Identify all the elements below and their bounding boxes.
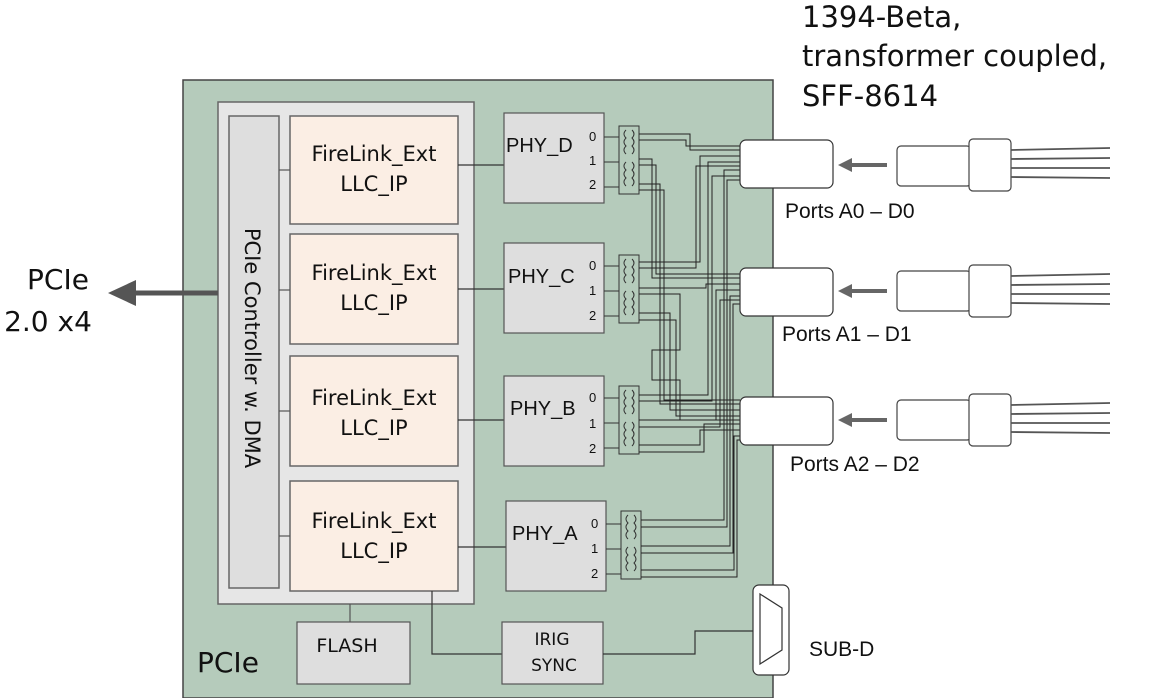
llc-label-line2: LLC_IP — [340, 416, 407, 441]
cable-note-line1: 1394-Beta, — [802, 0, 961, 34]
irig-label-line1: IRIG — [534, 630, 569, 650]
phy-port-label: 2 — [589, 308, 596, 323]
flash-block — [296, 621, 411, 685]
cable-plug-icon — [838, 138, 1111, 192]
phy-port-label: 1 — [591, 541, 598, 556]
connector-label: Ports A1 – D1 — [782, 323, 912, 346]
llc-label-line2: LLC_IP — [340, 172, 407, 197]
llc-block: FireLink_Ext LLC_IP — [289, 480, 459, 592]
host-label-line1: PCIe — [27, 263, 89, 296]
phy-port-label: 1 — [589, 283, 596, 298]
sub-d-connector-icon — [752, 584, 790, 676]
phy-port-label: 0 — [591, 516, 598, 531]
phy-port-label: 2 — [591, 566, 598, 581]
phy-port-label: 0 — [589, 390, 596, 405]
connector-port — [739, 267, 834, 317]
transformer-icon — [618, 385, 640, 455]
llc-block: FireLink_Ext LLC_IP — [289, 233, 459, 345]
flash-label: FLASH — [316, 635, 377, 657]
llc-label-line1: FireLink_Ext — [312, 142, 437, 167]
phy-label: PHY_C — [508, 266, 575, 288]
phy-port-label: 2 — [589, 441, 596, 456]
phy-label: PHY_B — [510, 398, 576, 420]
phy-port-label: 0 — [589, 258, 596, 273]
host-label-line2: 2.0 x4 — [4, 305, 92, 338]
llc-label-line2: LLC_IP — [340, 539, 407, 564]
phy-block: PHY_B 0 1 2 — [503, 375, 605, 467]
transformer-icon — [620, 510, 642, 580]
phy-port-label: 1 — [589, 416, 596, 431]
llc-label-line2: LLC_IP — [340, 291, 407, 316]
irig-sync-block — [501, 621, 604, 685]
sub-d-label: SUB-D — [809, 638, 874, 661]
phy-port-label: 0 — [589, 129, 596, 144]
phy-label: PHY_A — [512, 523, 578, 545]
phy-port-label: 1 — [589, 153, 596, 168]
transformer-icon — [618, 254, 640, 324]
cable-plug-icon — [838, 264, 1111, 318]
controller-llc-links — [279, 169, 290, 537]
phy-port-stubs — [604, 136, 621, 575]
cable-note-line2: transformer coupled, — [802, 39, 1107, 73]
llc-label-line1: FireLink_Ext — [312, 261, 437, 286]
llc-label-line1: FireLink_Ext — [312, 386, 437, 411]
llc-block: FireLink_Ext LLC_IP — [289, 355, 459, 467]
phy-block: PHY_C 0 1 2 — [503, 242, 605, 334]
connector-port — [739, 139, 834, 189]
port-routing-lines — [639, 133, 740, 578]
transformer-icon — [618, 125, 640, 195]
phy-block: PHY_A 0 1 2 — [505, 500, 607, 592]
cable-plug-icon — [838, 393, 1111, 447]
llc-label-line1: FireLink_Ext — [312, 509, 437, 534]
phy-port-label: 2 — [589, 177, 596, 192]
llc-irig-link — [431, 591, 502, 655]
connector-port — [739, 396, 834, 446]
board-label: PCIe — [197, 646, 259, 679]
irig-label-line2: SYNC — [531, 656, 577, 676]
llc-block: FireLink_Ext LLC_IP — [289, 115, 459, 225]
llc-phy-links — [458, 164, 506, 548]
pcie-controller-block — [228, 115, 280, 589]
phy-block: PHY_D 0 1 2 — [503, 112, 605, 204]
connector-label: Ports A0 – D0 — [785, 200, 915, 223]
phy-label: PHY_D — [506, 135, 573, 157]
pcie-controller-label: PCIe Controller w. DMA — [240, 228, 264, 469]
host-arrow — [108, 280, 218, 306]
irig-subd-link — [603, 630, 756, 655]
cable-note-line3: SFF-8614 — [802, 79, 938, 113]
connector-label: Ports A2 – D2 — [790, 453, 920, 476]
